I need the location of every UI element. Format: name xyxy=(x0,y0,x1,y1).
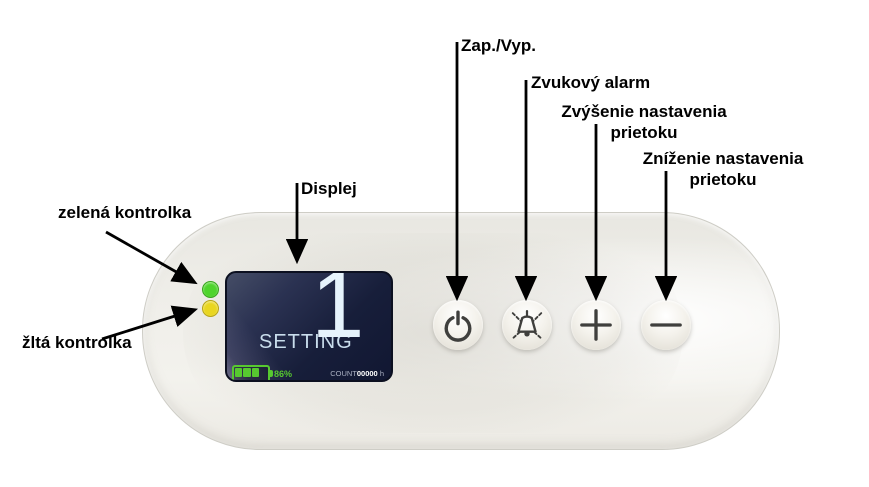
count-unit: h xyxy=(379,369,384,378)
yellow-indicator-led xyxy=(202,300,219,317)
decrease-flow-label-line1: Zníženie nastavenia xyxy=(642,149,804,168)
increase-flow-label-line2: prietoku xyxy=(610,123,678,142)
display-label: Displej xyxy=(301,179,357,198)
alarm-label: Zvukový alarm xyxy=(531,73,651,92)
battery-bar-empty xyxy=(260,368,267,377)
power-label: Zap./Vyp. xyxy=(461,36,536,55)
minus-icon xyxy=(650,323,682,327)
decrease-flow-label: Zníženie nastavenia prietoku xyxy=(636,148,810,190)
increase-flow-label-line1: Zvýšenie nastavenia xyxy=(561,102,727,121)
power-icon xyxy=(444,310,472,342)
plus-icon xyxy=(580,309,612,341)
decrease-flow-label-line2: prietoku xyxy=(689,170,757,189)
setting-value: 1 xyxy=(311,271,365,358)
hour-counter: COUNT00000 h xyxy=(330,369,384,378)
increase-flow-label: Zvýšenie nastavenia prietoku xyxy=(554,101,734,143)
power-button[interactable] xyxy=(433,300,483,350)
battery-percent: 86% xyxy=(274,369,293,379)
green-indicator-led xyxy=(202,281,219,298)
count-value: 00000 xyxy=(356,369,378,378)
battery-bar xyxy=(235,368,243,377)
decrease-flow-button[interactable] xyxy=(641,300,691,350)
yellow-indicator-label: žltá kontrolka xyxy=(22,333,132,352)
green-indicator-label: zelená kontrolka xyxy=(58,203,192,222)
battery-bar xyxy=(243,368,251,377)
device-display: SETTING 1 86% COUNT00000 h xyxy=(225,271,393,382)
battery-icon xyxy=(232,365,273,380)
battery-bar xyxy=(251,368,259,377)
count-label: COUNT xyxy=(330,369,357,378)
increase-flow-button[interactable] xyxy=(571,300,621,350)
alarm-bell-icon xyxy=(511,309,543,339)
setting-label: SETTING xyxy=(259,331,353,353)
alarm-button[interactable] xyxy=(502,300,552,350)
